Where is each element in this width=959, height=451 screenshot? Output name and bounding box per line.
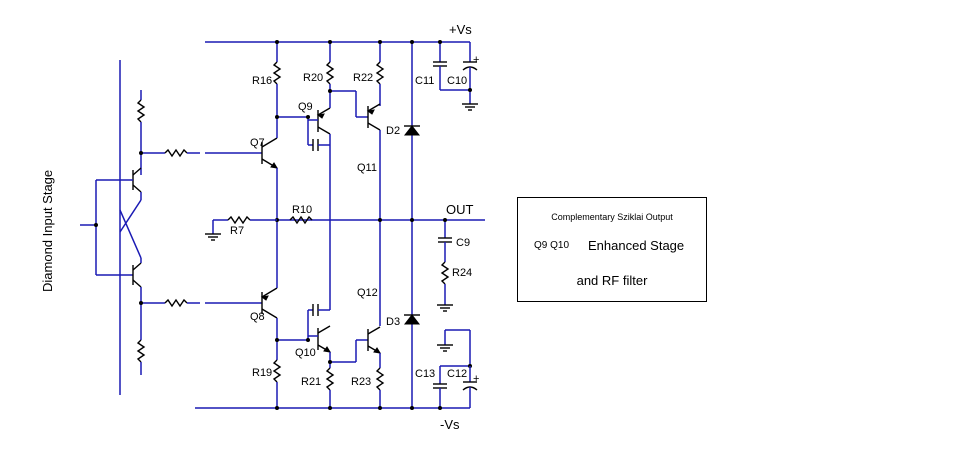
- r24-label: R24: [452, 267, 472, 279]
- description-subtitle-2: and RF filter: [576, 273, 648, 288]
- r22-resistor: [375, 40, 385, 106]
- r19-label: R19: [252, 367, 272, 379]
- r22-label: R22: [353, 72, 373, 84]
- output-label: OUT: [446, 202, 474, 217]
- r16-label: R16: [252, 75, 272, 87]
- q9-cap: [307, 130, 330, 151]
- c11-label: C11: [415, 75, 434, 87]
- d2-diode: [403, 125, 421, 136]
- r21-resistor: [325, 339, 368, 410]
- q10-transistor: [306, 325, 331, 353]
- description-transistors: Q9 Q10: [534, 240, 570, 251]
- r21-label: R21: [301, 376, 321, 388]
- positive-rail-label: +Vs: [449, 22, 472, 37]
- q10-label: Q10: [295, 347, 316, 359]
- q7-transistor: [205, 137, 278, 169]
- r10-label: R10: [292, 204, 312, 216]
- c13-label: C13: [415, 368, 435, 380]
- side-label: Diamond Input Stage: [40, 170, 55, 292]
- diamond-input-stage: [80, 60, 200, 395]
- d2-label: D2: [386, 125, 400, 137]
- q8-label: Q8: [250, 311, 265, 323]
- q7-label: Q7: [250, 137, 265, 149]
- c10-capacitor: [462, 42, 478, 111]
- r10-resistor: [289, 215, 313, 225]
- c12-plus: +: [473, 373, 479, 385]
- c12-label: C12: [447, 368, 467, 380]
- r19-resistor: [272, 318, 308, 410]
- c10-plus: +: [473, 54, 479, 66]
- r20-label: R20: [303, 72, 323, 84]
- q11-transistor: [366, 103, 382, 326]
- r23-label: R23: [351, 376, 371, 388]
- description-subtitle: Enhanced Stage: [588, 238, 685, 253]
- q10-cap: [307, 304, 330, 340]
- q9-transistor: [306, 107, 331, 135]
- negative-rail-label: -Vs: [440, 417, 460, 432]
- r20-resistor: [325, 40, 368, 118]
- q8-transistor: [205, 287, 278, 319]
- c13-capacitor: [433, 364, 472, 410]
- bottom-ground: [437, 329, 471, 366]
- c12-capacitor: [462, 366, 478, 408]
- c9-capacitor: [438, 218, 452, 262]
- r24-resistor: [437, 261, 453, 312]
- q9-label: Q9: [298, 101, 313, 113]
- description-box: Complementary Sziklai Output Q9 Q10 Enha…: [517, 197, 707, 302]
- r7-resistor: [205, 215, 277, 241]
- c11-capacitor: [433, 40, 470, 91]
- description-title: Complementary Sziklai Output: [551, 212, 673, 222]
- diode-column: [410, 40, 414, 410]
- q11-label: Q11: [357, 162, 377, 174]
- r7-label: R7: [230, 225, 244, 237]
- q12-transistor: [367, 326, 381, 354]
- q12-label: Q12: [357, 287, 378, 299]
- c9-label: C9: [456, 237, 470, 249]
- r16-resistor: [272, 40, 308, 138]
- c10-label: C10: [447, 75, 467, 87]
- d3-label: D3: [386, 316, 400, 328]
- r23-resistor: [375, 353, 385, 410]
- d3-diode: [403, 314, 421, 325]
